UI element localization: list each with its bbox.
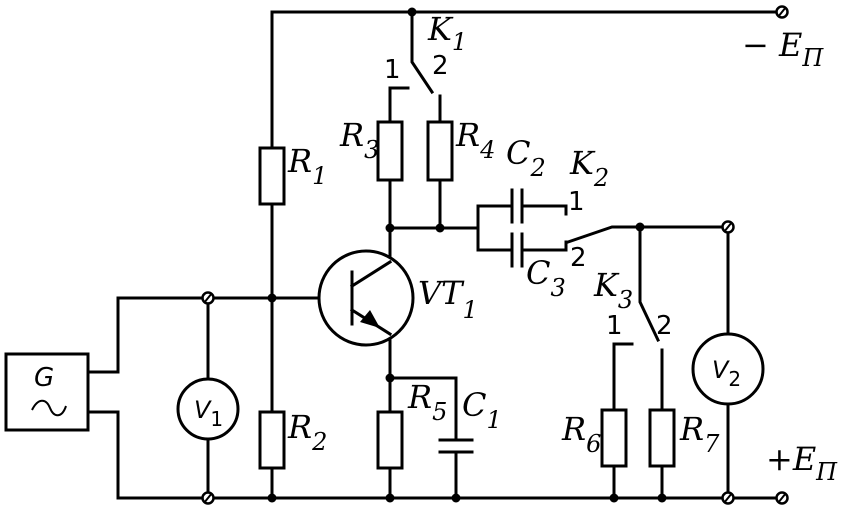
k2-pos1: 1 — [568, 187, 585, 217]
terminal-pos-supply — [775, 491, 789, 505]
r6-label: R — [561, 410, 586, 448]
pos-supply-label: +E — [766, 440, 816, 478]
k3-label-sub: 3 — [618, 286, 633, 314]
capacitor-c3 — [510, 232, 524, 268]
v1-label: V — [194, 396, 212, 424]
svg-text:+EП: +EП — [766, 440, 838, 486]
c2-label: C — [506, 134, 530, 172]
v1-label-sub: 1 — [210, 407, 223, 431]
svg-text:C3: C3 — [526, 254, 566, 302]
r4-label: R — [455, 116, 480, 154]
svg-text:C2: C2 — [506, 134, 546, 182]
junction-dots — [267, 7, 667, 503]
wires — [86, 10, 780, 500]
c1-label: C — [462, 386, 486, 424]
voltmeter-v2: V2 — [691, 332, 765, 406]
terminal-ground-right — [721, 491, 735, 505]
c2-label-sub: 2 — [529, 154, 545, 182]
neg-supply-label: − E — [742, 26, 802, 64]
svg-text:K3: K3 — [593, 266, 633, 314]
svg-text:V1: V1 — [194, 396, 223, 431]
transistor-vt1 — [317, 249, 415, 347]
resistor-r2 — [258, 410, 286, 470]
r1-label-sub: 1 — [312, 162, 327, 190]
svg-text:− EП: − EП — [742, 26, 824, 72]
k1-label-sub: 1 — [452, 28, 467, 56]
r7-label-sub: 7 — [704, 430, 720, 458]
svg-text:R3: R3 — [339, 116, 379, 164]
k2-pos2: 2 — [570, 243, 587, 273]
c3-label: C — [526, 254, 550, 292]
k3-label: K — [593, 266, 620, 304]
svg-text:R7: R7 — [679, 410, 720, 458]
resistor-r6 — [600, 408, 628, 468]
terminal-output — [721, 220, 735, 234]
resistor-r5 — [376, 410, 404, 470]
v2-label: V — [712, 356, 730, 384]
k1-label: K — [427, 10, 454, 48]
k1-pos1: 1 — [384, 55, 401, 85]
svg-text:R6: R6 — [561, 410, 601, 458]
pos-supply-label-sub: П — [815, 458, 838, 486]
k1-pos2: 2 — [432, 51, 449, 81]
r5-label: R — [407, 378, 432, 416]
svg-text:R1: R1 — [287, 142, 327, 190]
r5-label-sub: 5 — [432, 398, 447, 426]
svg-text:K2: K2 — [569, 144, 609, 192]
k3-pos2: 2 — [656, 311, 673, 341]
r2-label: R — [287, 408, 312, 446]
svg-text:R4: R4 — [455, 116, 495, 164]
r3-label: R — [339, 116, 364, 154]
terminal-neg-supply — [775, 5, 789, 19]
k3-pos1: 1 — [606, 311, 623, 341]
terminal-ground-left — [201, 491, 215, 505]
resistor-r3 — [376, 120, 404, 182]
r7-label: R — [679, 410, 704, 448]
resistor-r7 — [648, 408, 676, 468]
resistor-r1 — [258, 146, 286, 206]
generator-label: G — [34, 363, 54, 393]
capacitor-c1 — [438, 438, 474, 454]
voltmeter-v1: V1 — [176, 377, 240, 441]
k2-label: K — [569, 144, 596, 182]
svg-text:R5: R5 — [407, 378, 447, 426]
vt1-label-sub: 1 — [462, 296, 477, 324]
svg-text:V2: V2 — [712, 356, 741, 391]
svg-text:R2: R2 — [287, 408, 327, 456]
r6-label-sub: 6 — [586, 430, 601, 458]
r3-label-sub: 3 — [364, 136, 379, 164]
resistor-r4 — [426, 120, 454, 182]
svg-text:C1: C1 — [462, 386, 502, 434]
vt1-label: VT — [418, 274, 465, 312]
c3-label-sub: 3 — [550, 274, 565, 302]
c1-label-sub: 1 — [486, 406, 501, 434]
svg-text:VT1: VT1 — [418, 274, 478, 324]
svg-text:K1: K1 — [427, 10, 467, 56]
signal-generator: G — [4, 352, 90, 432]
v2-label-sub: 2 — [728, 367, 741, 391]
k2-label-sub: 2 — [593, 164, 609, 192]
terminals — [201, 5, 789, 505]
r4-label-sub: 4 — [479, 136, 495, 164]
r1-label: R — [287, 142, 312, 180]
neg-supply-label-sub: П — [801, 44, 824, 72]
terminal-input — [201, 291, 215, 305]
capacitor-c2 — [510, 188, 524, 224]
r2-label-sub: 2 — [311, 428, 327, 456]
